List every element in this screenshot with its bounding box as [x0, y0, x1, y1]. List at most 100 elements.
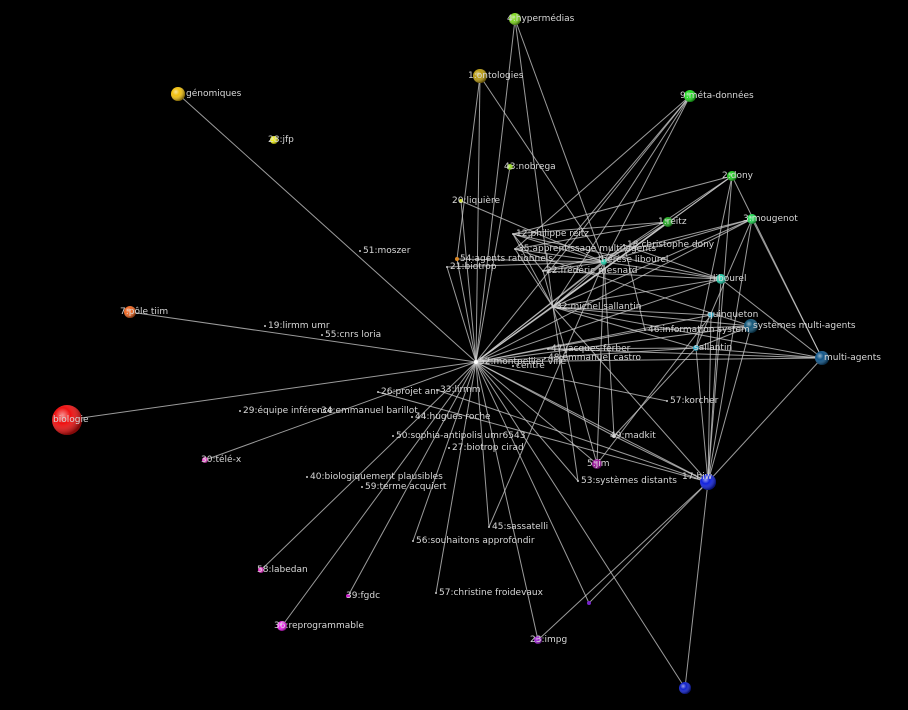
node-sphere[interactable]: [239, 410, 241, 412]
edge-hub-n18: [475, 244, 625, 363]
node-n3[interactable]: 3:mougenot: [743, 214, 798, 224]
node-n56[interactable]: 56:souhaitons approfondir: [412, 536, 535, 546]
node-n12[interactable]: 12:philippe reitz: [512, 229, 589, 239]
node-label: 40:biologiquement plausibles: [310, 472, 443, 482]
node-n9[interactable]: 9:méta-données: [680, 90, 754, 102]
edge-sma-n32: [552, 306, 752, 327]
node-blue[interactable]: [679, 682, 691, 694]
node-n21[interactable]: 21:biotrop: [446, 262, 497, 272]
node-n57k[interactable]: 57:korcher: [666, 396, 719, 406]
node-sphere[interactable]: [317, 410, 319, 412]
node-shading: [747, 214, 757, 224]
node-sphere[interactable]: [346, 594, 350, 598]
node-sma[interactable]: systèmes multi-agents: [744, 319, 856, 333]
node-sphere[interactable]: [264, 325, 266, 327]
node-therese[interactable]: thérèse libourel: [598, 254, 668, 265]
node-sphere[interactable]: [514, 248, 516, 250]
node-sphere[interactable]: [459, 199, 463, 203]
node-sphere[interactable]: [644, 329, 646, 331]
node-n46[interactable]: 46:information system: [644, 325, 750, 335]
node-sphere[interactable]: [612, 434, 616, 438]
node-n48[interactable]: 48:emmanuel castro: [544, 353, 642, 363]
node-n39[interactable]: 39:fgdc: [346, 591, 380, 601]
node-sphere[interactable]: [446, 266, 448, 268]
node-n5[interactable]: 5:jim: [587, 459, 610, 469]
node-n28[interactable]: 28:jfp: [268, 135, 294, 145]
node-n55[interactable]: 55:cnrs loria: [321, 330, 381, 340]
node-n7[interactable]: 7:pôle tiim: [120, 306, 168, 318]
node-purple2[interactable]: [587, 601, 591, 605]
node-n59[interactable]: 59:terme acquiert: [361, 482, 447, 492]
node-sallantin[interactable]: sallantin: [693, 343, 732, 353]
node-sphere[interactable]: [544, 357, 546, 359]
node-sphere[interactable]: [306, 476, 308, 478]
node-sphere[interactable]: [435, 592, 437, 594]
node-sphere[interactable]: [436, 389, 438, 391]
node-n20[interactable]: 20:liquière: [452, 195, 500, 206]
node-centre[interactable]: centre: [512, 361, 545, 371]
edge-libourel-ma: [720, 278, 823, 359]
node-libourel[interactable]: libourel: [713, 274, 746, 284]
node-sphere[interactable]: [411, 416, 413, 418]
node-sphere[interactable]: [577, 480, 579, 482]
node-sphere[interactable]: [552, 306, 554, 308]
node-genomiques[interactable]: génomiques: [171, 87, 242, 101]
node-n35[interactable]: 35:apprentissage multi-agents: [514, 244, 656, 254]
node-label: multi-agents: [824, 353, 881, 363]
node-n45[interactable]: 45:sassatelli: [488, 522, 548, 532]
node-sphere[interactable]: [455, 257, 459, 261]
node-n57c[interactable]: 57:christine froidevaux: [435, 588, 544, 598]
node-sphere[interactable]: [448, 447, 450, 449]
edge-ma-n47: [547, 348, 823, 359]
node-n43[interactable]: 43:nobrega: [504, 162, 556, 172]
node-sphere[interactable]: [361, 486, 363, 488]
node-sphere[interactable]: [542, 270, 544, 272]
node-n58[interactable]: 58:labedan: [257, 565, 308, 575]
node-n19[interactable]: 19:lirmm umr: [264, 321, 330, 331]
node-n36[interactable]: 36:reprogrammable: [274, 621, 364, 631]
node-n40[interactable]: 40:biologiquement plausibles: [306, 472, 443, 482]
node-ma[interactable]: multi-agents: [815, 351, 881, 365]
node-n54[interactable]: 54:agents rationnels: [455, 254, 553, 264]
node-n17[interactable]: 17:hiw: [682, 472, 716, 490]
node-n2[interactable]: 2:dony: [722, 171, 754, 181]
node-sphere[interactable]: [474, 360, 478, 364]
node-n30[interactable]: 30:télé-x: [201, 454, 242, 465]
node-sphere[interactable]: [488, 526, 490, 528]
edge-n1-n54: [456, 75, 481, 260]
node-sphere[interactable]: [359, 250, 361, 252]
node-label: 34:emmanuel barillot: [321, 406, 418, 416]
node-n53[interactable]: 53:systèmes distants: [577, 475, 677, 486]
node-biologie[interactable]: biologie: [52, 405, 89, 435]
node-sphere[interactable]: [547, 348, 549, 350]
node-n1reitz[interactable]: 1:reitz: [658, 217, 687, 227]
node-quinqueton[interactable]: quinqueton: [707, 310, 758, 320]
node-n29[interactable]: 29:équipe inférence: [239, 405, 334, 416]
node-hub[interactable]: 52:montpellier ville: [474, 357, 567, 367]
node-sphere[interactable]: [512, 365, 514, 367]
node-sphere[interactable]: [377, 391, 379, 393]
node-sphere[interactable]: [587, 601, 591, 605]
node-sphere[interactable]: [666, 400, 668, 402]
node-n47[interactable]: 47:jacques ferber: [547, 344, 631, 354]
node-n27[interactable]: 27:biotrop cirad: [448, 443, 524, 453]
node-n18[interactable]: 18:christophe dony: [623, 240, 715, 250]
node-n50[interactable]: 50:sophia-antipolis umr6543: [392, 431, 525, 441]
edge-sma-sallantin: [695, 325, 752, 349]
node-n22[interactable]: 22:frédéric mesnard: [542, 265, 637, 276]
node-n26[interactable]: 26:projet anr: [377, 387, 440, 397]
node-n51[interactable]: 51:moszer: [359, 246, 411, 256]
node-n44[interactable]: 44:hugues roche: [411, 412, 491, 422]
node-sphere[interactable]: [392, 435, 394, 437]
node-n32[interactable]: 32:michel sallantin: [552, 302, 641, 312]
node-n1[interactable]: 1:ontologies: [468, 69, 524, 83]
node-n34[interactable]: 34:emmanuel barillot: [317, 406, 418, 416]
node-n23[interactable]: 23:impg: [530, 635, 567, 645]
node-n33[interactable]: 33:lirmm: [436, 385, 481, 395]
node-sphere[interactable]: [412, 540, 414, 542]
node-n4[interactable]: 4:hypermédias: [507, 13, 575, 25]
node-n49[interactable]: 49:madkit: [610, 431, 656, 441]
node-sphere[interactable]: [512, 233, 514, 235]
node-sphere[interactable]: [623, 244, 625, 246]
node-sphere[interactable]: [321, 334, 323, 336]
